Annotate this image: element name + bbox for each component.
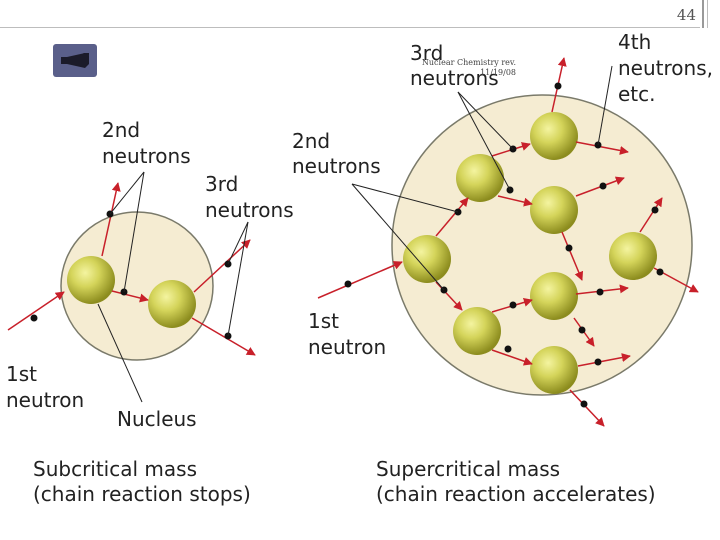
nucleus-right-d <box>530 112 578 160</box>
subcritical-caption: Subcritical mass <box>33 457 197 481</box>
leader-left-nucleus <box>97 303 143 403</box>
leader-right-3rd-a <box>457 91 514 150</box>
neutron-path-right-4i <box>577 353 631 367</box>
right-label-4th-etc: etc. <box>618 82 656 106</box>
right-label-1st-neutron: neutron <box>308 335 386 359</box>
neutron-path-right-4e <box>639 197 663 233</box>
nucleus-right-h <box>530 346 578 394</box>
neutron-path-left-incoming <box>7 291 65 331</box>
top-divider <box>0 27 700 28</box>
neutron-right-3d <box>504 345 512 353</box>
neutron-path-right-4d <box>561 231 584 281</box>
neutron-right-1 <box>344 280 352 288</box>
left-label-1st-neutron: neutron <box>6 388 84 412</box>
neutron-right-4g <box>596 288 604 296</box>
leader-right-2nd-a <box>351 183 459 213</box>
neutron-path-right-2b <box>435 281 463 311</box>
leader-left-3rd-b <box>227 221 249 337</box>
footer-course: Nuclear Chemistry rev. <box>421 58 516 67</box>
neutron-path-left-up <box>101 182 121 257</box>
neutron-right-4a <box>554 82 562 90</box>
right-label-4th-neutrons: neutrons, <box>618 56 713 80</box>
left-label-2nd: 2nd <box>102 118 140 142</box>
neutron-right-4h <box>578 326 586 334</box>
right-label-3rd-neutrons: neutrons <box>410 66 499 90</box>
neutron-left-1 <box>30 314 38 322</box>
corner-divider <box>702 0 704 28</box>
neutron-right-3c <box>509 301 517 309</box>
neutron-right-4e <box>651 206 659 214</box>
speaker-icon[interactable] <box>53 44 97 77</box>
right-label-3rd: 3rd <box>410 41 443 65</box>
neutron-path-right-4j <box>569 389 605 427</box>
right-label-2nd: 2nd <box>292 129 330 153</box>
neutron-right-4j <box>580 400 588 408</box>
nucleus-right-a <box>403 235 451 283</box>
supercritical-caption: Supercritical mass <box>376 457 560 481</box>
neutron-right-4i <box>594 358 602 366</box>
subcritical-caption-sub: (chain reaction stops) <box>33 482 251 506</box>
right-label-1st: 1st <box>308 309 339 333</box>
left-label-2nd-neutrons: neutrons <box>102 144 191 168</box>
left-label-3rd: 3rd <box>205 172 238 196</box>
supercritical-mass-group: 3rd neutrons 4th neutrons, etc. 2nd neut… <box>292 30 713 506</box>
neutron-right-4d <box>565 244 573 252</box>
leader-right-3rd-b <box>457 91 511 191</box>
nucleus-right-f <box>609 232 657 280</box>
neutron-path-left-out-down <box>191 317 256 356</box>
slide-footer-note: Nuclear Chemistry rev. 11/19/08 <box>420 58 516 78</box>
right-label-2nd-neutrons: neutrons <box>292 154 381 178</box>
footer-date: 11/19/08 <box>480 68 516 77</box>
neutron-path-right-3b <box>497 195 533 207</box>
left-label-3rd-neutrons: neutrons <box>205 198 294 222</box>
nucleus-right-e <box>530 186 578 234</box>
right-label-4th: 4th <box>618 30 651 54</box>
neutron-path-right-incoming <box>317 261 403 299</box>
leader-left-2nd-b <box>123 171 145 293</box>
nucleus-left-1 <box>67 256 115 304</box>
leader-right-4th <box>597 65 613 146</box>
left-label-1st: 1st <box>6 362 37 386</box>
nucleus-right-c <box>453 307 501 355</box>
leader-right-2nd-b <box>351 183 445 291</box>
subcritical-mass-group: 2nd neutrons 3rd neutrons 1st neutron Nu… <box>6 118 294 506</box>
neutron-path-right-3d <box>491 349 533 366</box>
slide-number: 44 <box>676 6 696 24</box>
neutron-path-left-right <box>111 290 149 303</box>
neutron-path-right-4b <box>575 141 629 155</box>
corner-divider-thin <box>707 0 708 28</box>
nucleus-left-2 <box>148 280 196 328</box>
nucleus-label: Nucleus <box>117 407 197 431</box>
neutron-right-4f <box>656 268 664 276</box>
nucleus-right-b <box>456 154 504 202</box>
neutron-path-right-2a <box>435 197 469 237</box>
neutron-path-left-out-up <box>193 239 251 293</box>
leader-left-3rd-a <box>227 221 249 265</box>
supercritical-caption-sub: (chain reaction accelerates) <box>376 482 656 506</box>
leader-left-2nd-a <box>109 171 145 215</box>
nucleus-right-g <box>530 272 578 320</box>
neutron-right-4c <box>599 182 607 190</box>
